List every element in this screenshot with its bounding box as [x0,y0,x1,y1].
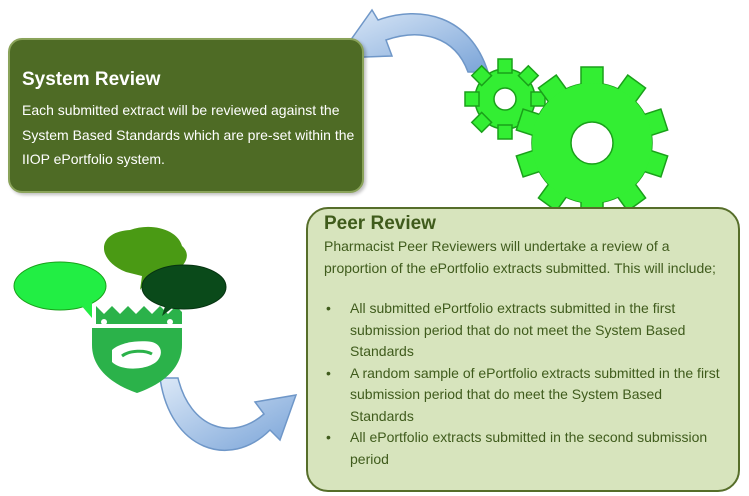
curved-arrow-icon [336,8,490,73]
list-item: • A random sample of ePortfolio extracts… [324,363,724,428]
system-review-box: System Review Each submitted extract wil… [8,38,364,193]
bullet-icon: • [326,429,331,445]
list-item: • All ePortfolio extracts submitted in t… [324,427,724,470]
peer-review-bullet-list: • All submitted ePortfolio extracts subm… [324,298,724,470]
gears-icon [464,58,669,220]
peer-discussion-crest-icon [13,226,227,393]
list-item: • All submitted ePortfolio extracts subm… [324,298,724,363]
list-item-text: A random sample of ePortfolio extracts s… [350,364,720,424]
peer-review-intro: Pharmacist Peer Reviewers will undertake… [324,238,716,276]
system-review-title: System Review [22,69,161,90]
bullet-icon: • [326,364,331,381]
peer-review-title: Peer Review [324,213,436,234]
list-item-text: All ePortfolio extracts submitted in the… [350,429,708,467]
curved-arrow-icon [159,377,298,452]
list-item-text: All submitted ePortfolio extracts submit… [350,300,686,359]
bullet-icon: • [326,300,331,316]
peer-review-box: Peer Review Pharmacist Peer Reviewers wi… [306,207,740,492]
system-review-description: Each submitted extract will be reviewed … [22,102,355,167]
